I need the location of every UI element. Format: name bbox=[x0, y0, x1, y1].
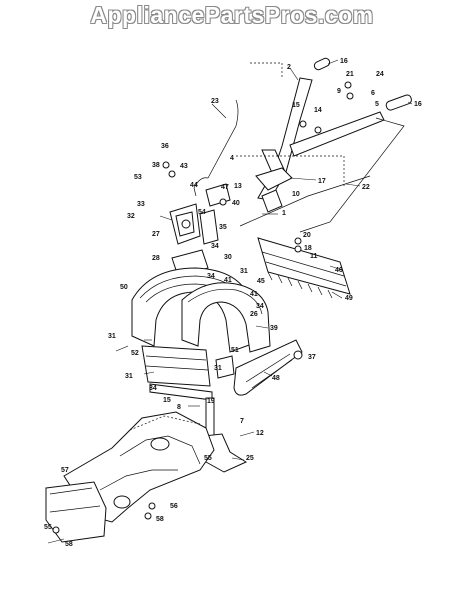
callout-1: 1 bbox=[282, 210, 286, 217]
leader-lines bbox=[211, 59, 413, 461]
callout-47: 47 bbox=[221, 184, 229, 191]
callout-34-bottom: 34 bbox=[149, 385, 157, 392]
callout-13: 13 bbox=[234, 183, 242, 190]
callout-8: 8 bbox=[177, 404, 181, 411]
callout-10: 10 bbox=[292, 191, 300, 198]
fasteners bbox=[47, 81, 354, 544]
rod-right bbox=[299, 117, 405, 233]
depth-bar bbox=[257, 237, 351, 299]
bumper bbox=[45, 481, 107, 543]
callout-33: 33 bbox=[137, 201, 145, 208]
shield-flap bbox=[141, 345, 211, 387]
callout-6: 6 bbox=[371, 90, 375, 97]
callout-20: 20 bbox=[303, 232, 311, 239]
callout-39: 39 bbox=[270, 325, 278, 332]
callout-18: 18 bbox=[304, 245, 312, 252]
callout-40: 40 bbox=[232, 200, 240, 207]
callout-46: 46 bbox=[335, 267, 343, 274]
callout-36: 36 bbox=[161, 143, 169, 150]
callout-44: 44 bbox=[190, 182, 198, 189]
rod-23 bbox=[193, 99, 239, 197]
callout-49: 49 bbox=[345, 295, 353, 302]
clamp-bracket bbox=[169, 183, 231, 245]
lower-bracket bbox=[149, 383, 213, 401]
callouts: 2 16 21 24 9 6 5 16 23 15 14 36 38 43 4 … bbox=[44, 58, 422, 548]
callout-37: 37 bbox=[308, 354, 316, 361]
callout-15-top: 15 bbox=[292, 102, 300, 109]
side-plate bbox=[233, 339, 303, 396]
callout-5: 5 bbox=[375, 101, 379, 108]
callout-11: 11 bbox=[310, 253, 318, 260]
callout-34-top: 34 bbox=[211, 243, 219, 250]
watermark: AppliancePartsPros.com bbox=[90, 2, 374, 28]
callout-25: 25 bbox=[246, 455, 254, 462]
callout-57: 57 bbox=[61, 467, 69, 474]
callout-7: 7 bbox=[240, 418, 244, 425]
callout-38: 38 bbox=[152, 162, 160, 169]
callout-30: 30 bbox=[224, 254, 232, 261]
callout-31-top: 31 bbox=[240, 268, 248, 275]
callout-16-left: 16 bbox=[340, 58, 348, 65]
callout-58-right: 58 bbox=[156, 516, 164, 523]
callout-17: 17 bbox=[318, 178, 326, 185]
callout-16-right: 16 bbox=[414, 101, 422, 108]
callout-24: 24 bbox=[376, 71, 384, 78]
callout-35: 35 bbox=[219, 224, 227, 231]
callout-23: 23 bbox=[211, 98, 219, 105]
callout-31-left: 31 bbox=[108, 333, 116, 340]
callout-56: 56 bbox=[170, 503, 178, 510]
callout-26: 26 bbox=[250, 311, 258, 318]
callout-52: 52 bbox=[131, 350, 139, 357]
callout-9: 9 bbox=[337, 88, 341, 95]
callout-28: 28 bbox=[152, 255, 160, 262]
callout-55-mid: 55 bbox=[204, 455, 212, 462]
callout-32: 32 bbox=[127, 213, 135, 220]
callout-58-left: 58 bbox=[65, 541, 73, 548]
callout-4: 4 bbox=[230, 155, 234, 162]
callout-55: 55 bbox=[44, 524, 52, 531]
callout-34-right: 34 bbox=[256, 303, 264, 310]
callout-31-mid: 31 bbox=[214, 365, 222, 372]
tine-housing bbox=[63, 411, 215, 523]
callout-21: 21 bbox=[346, 71, 354, 78]
callout-19: 19 bbox=[207, 398, 215, 405]
callout-48: 48 bbox=[272, 375, 280, 382]
callout-53: 53 bbox=[134, 174, 142, 181]
callout-54: 54 bbox=[198, 209, 206, 216]
rod-22 bbox=[239, 175, 371, 227]
tine-shield bbox=[131, 267, 271, 353]
callout-2: 2 bbox=[287, 64, 291, 71]
callout-51: 51 bbox=[231, 347, 239, 354]
callout-14: 14 bbox=[314, 107, 322, 114]
callout-34-mid: 34 bbox=[207, 273, 215, 280]
callout-15-bottom: 15 bbox=[163, 397, 171, 404]
callout-12: 12 bbox=[256, 430, 264, 437]
callout-31-bottom: 31 bbox=[125, 373, 133, 380]
callout-43: 43 bbox=[180, 163, 188, 170]
callout-41-mid: 41 bbox=[250, 291, 258, 298]
bracket-51 bbox=[215, 355, 235, 379]
callout-41-top: 41 bbox=[224, 277, 232, 284]
callout-50: 50 bbox=[120, 284, 128, 291]
handle-assembly bbox=[236, 57, 412, 213]
callout-22: 22 bbox=[362, 184, 370, 191]
callout-45: 45 bbox=[257, 278, 265, 285]
callout-27: 27 bbox=[152, 231, 160, 238]
